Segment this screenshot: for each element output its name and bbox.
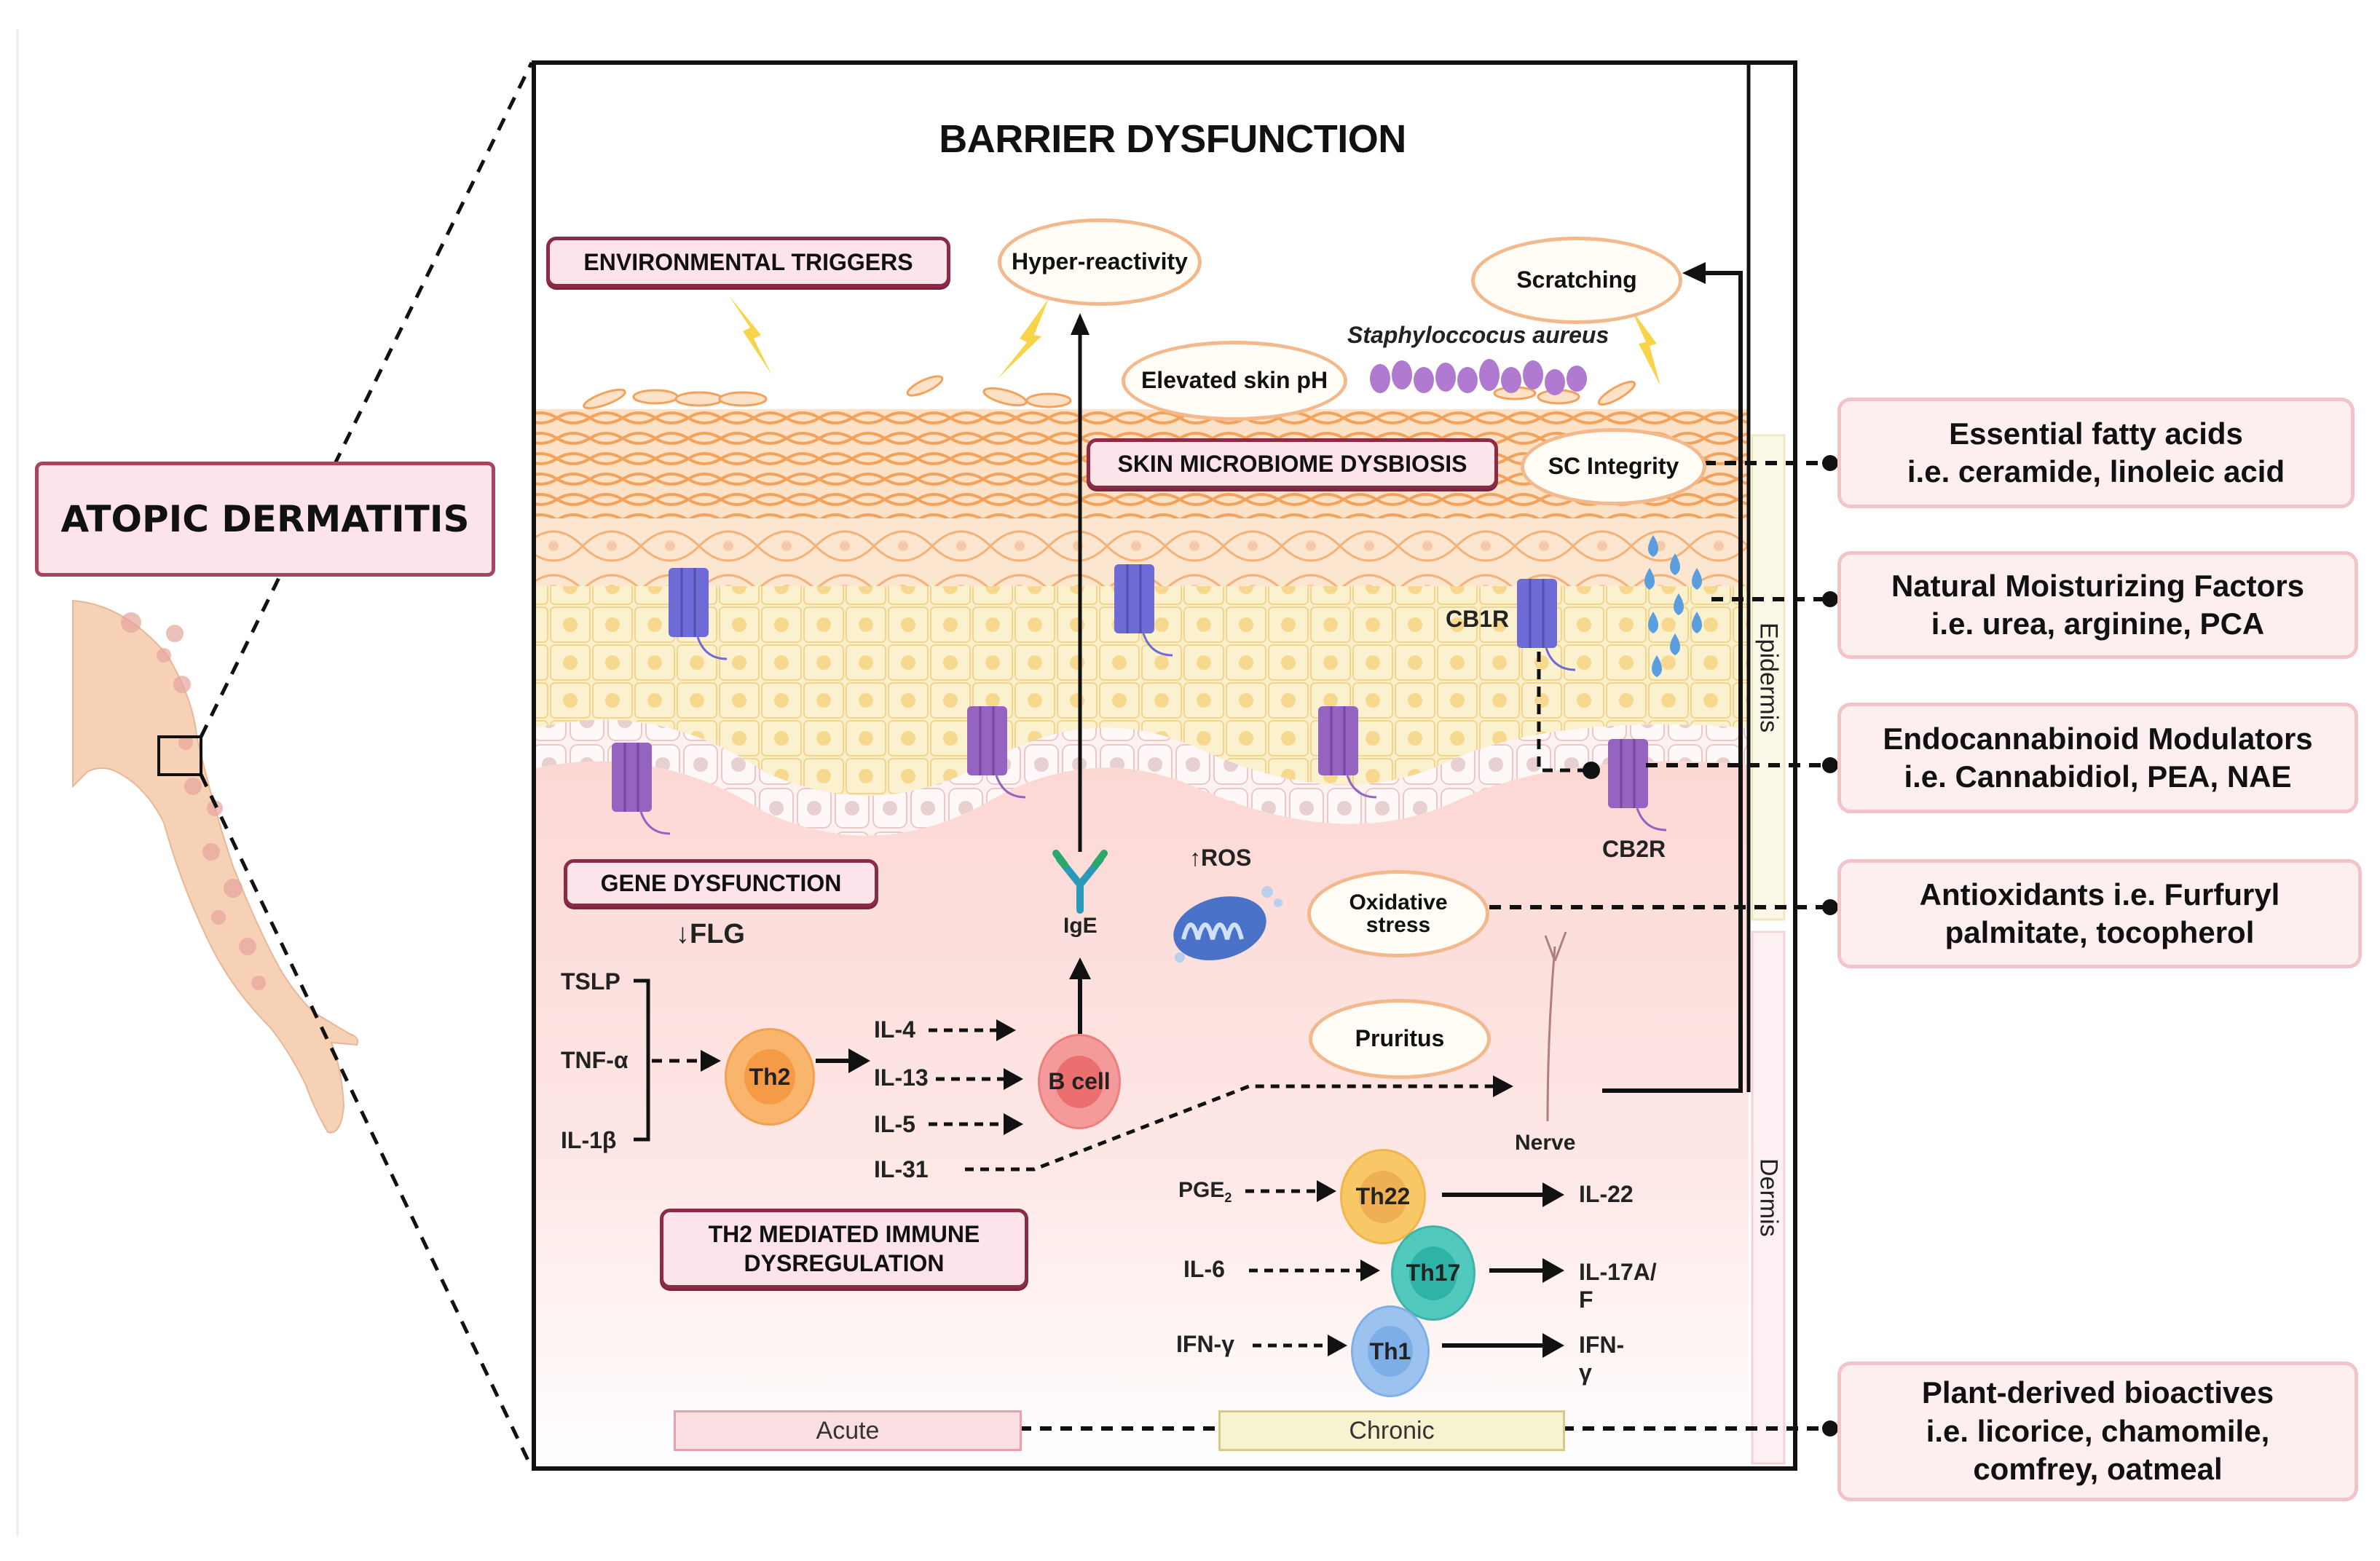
th17-cell-label: Th17 [1406,1260,1461,1286]
th1-cell: Th1 [1351,1305,1430,1397]
skin-microbiome-label: SKIN MICROBIOME DYSBIOSIS [1117,450,1467,477]
sc-integrity-label: SC Integrity [1548,453,1679,480]
environmental-triggers-label: ENVIRONMENTAL TRIGGERS [583,248,913,275]
output-ifn-line1: IFN- [1579,1332,1625,1358]
dermis-label: Dermis [1754,1158,1783,1237]
gene-dysfunction-label: GENE DYSFUNCTION [600,869,842,896]
skin-microbiome-box: SKIN MICROBIOME DYSBIOSIS [1087,438,1498,489]
output-il-17-line2: F [1579,1287,1593,1313]
flg-label: ↓FLG [676,919,745,950]
pruritus-label: Pruritus [1355,1025,1445,1052]
chronic-stage-box: Chronic [1218,1410,1565,1451]
th2-cell: Th2 [725,1028,815,1126]
b-cell-label: B cell [1048,1068,1111,1094]
pge-text: PGE [1178,1178,1225,1202]
sc-integrity-ellipse: SC Integrity [1521,428,1706,505]
treatment-line1: Essential fatty acids [1949,416,2243,451]
output-il-17-line1: IL-17A/ [1579,1259,1657,1285]
th17-cell: Th17 [1391,1225,1475,1321]
environmental-triggers-box: ENVIRONMENTAL TRIGGERS [546,237,950,288]
treatment-box-fatty-acids: Essential fatty acids i.e. ceramide, lin… [1837,398,2355,508]
treatment-box-endocannabinoid: Endocannabinoid Modulators i.e. Cannabid… [1837,703,2358,813]
input-ifn-gamma: IFN-γ [1176,1331,1234,1357]
treatment-line1: Antioxidants i.e. Furfuryl [1919,877,2280,912]
treatment-line3: comfrey, oatmeal [1973,1452,2223,1487]
th2-cell-label: Th2 [749,1063,791,1090]
th2-dysregulation-line1: TH2 MEDIATED IMMUNE [708,1221,980,1247]
barrier-dysfunction-title: BARRIER DYSFUNCTION [939,117,1406,161]
elevated-ph-ellipse: Elevated skin pH [1122,341,1347,421]
chronic-label: Chronic [1349,1416,1435,1445]
treatment-box-nmf: Natural Moisturizing Factors i.e. urea, … [1837,551,2358,659]
th1-cell-label: Th1 [1369,1337,1411,1364]
output-il-22: IL-22 [1579,1181,1634,1207]
th2-dysregulation-line2: DYSREGULATION [744,1250,945,1276]
arm-illustration [72,599,359,1134]
b-cell: B cell [1038,1034,1121,1129]
acute-stage-box: Acute [674,1410,1022,1451]
treatment-line1: Plant-derived bioactives [1921,1375,2274,1410]
down-arrow-icon: ↓ [676,919,690,949]
flg-text: FLG [690,919,745,949]
output-ifn-gamma: IFN- γ [1579,1331,1624,1387]
treatment-line2: palmitate, tocopherol [1944,915,2255,949]
cytokine-il-13: IL-13 [874,1064,929,1091]
oxidative-stress-line2: stress [1366,913,1431,937]
th22-cell: Th22 [1340,1149,1426,1244]
treatment-line1: Endocannabinoid Modulators [1883,721,2313,756]
ros-label: ↑ROS [1189,845,1251,872]
pruritus-ellipse: Pruritus [1309,999,1491,1079]
input-il-1beta: IL-1β [561,1127,617,1153]
oxidative-stress-line1: Oxidative [1349,890,1448,914]
nerve-label: Nerve [1515,1131,1576,1155]
input-il-6: IL-6 [1183,1256,1225,1282]
staphylococcus-label: Staphyloccocus aureus [1347,322,1609,348]
treatment-line2: i.e. Cannabidiol, PEA, NAE [1904,759,2292,794]
cytokine-il-4: IL-4 [874,1016,915,1043]
epidermis-label: Epidermis [1754,622,1783,733]
scratching-ellipse: Scratching [1471,237,1682,324]
treatment-box-plant-bioactives: Plant-derived bioactives i.e. licorice, … [1837,1362,2358,1501]
hyper-reactivity-ellipse: Hyper-reactivity [998,218,1202,306]
treatment-line2: i.e. ceramide, linoleic acid [1907,454,2285,489]
cytokine-il-31: IL-31 [874,1156,929,1182]
ige-label: IgE [1063,914,1098,938]
pge-subscript: 2 [1224,1190,1232,1205]
input-pge2: PGE2 [1178,1178,1232,1206]
cytokine-il-5: IL-5 [874,1111,915,1137]
treatment-line2: i.e. licorice, chamomile, [1926,1413,2270,1448]
treatment-line2: i.e. urea, arginine, PCA [1931,606,2265,641]
cb1r-label: CB1R [1446,606,1510,632]
receptor-group [612,564,1667,835]
th22-cell-label: Th22 [1355,1183,1411,1209]
th2-dysregulation-box: TH2 MEDIATED IMMUNE DYSREGULATION [660,1209,1028,1289]
scratching-label: Scratching [1516,266,1637,293]
atopic-dermatitis-title: ATOPIC DERMATITIS [60,498,470,540]
mitochondrion [1173,886,1282,963]
treatment-line1: Natural Moisturizing Factors [1891,568,2305,603]
treatment-box-antioxidants: Antioxidants i.e. Furfuryl palmitate, to… [1837,859,2362,968]
ros-text: ROS [1201,845,1252,871]
gene-dysfunction-box: GENE DYSFUNCTION [564,859,878,907]
zoom-region-marker [157,735,202,776]
output-ifn-line2: γ [1579,1359,1592,1386]
input-tslp: TSLP [561,968,620,995]
ige-antibody [1052,850,1108,914]
elevated-ph-label: Elevated skin pH [1140,367,1328,394]
up-arrow-icon: ↑ [1189,845,1201,871]
nerve [1544,931,1567,1122]
hyper-reactivity-label: Hyper-reactivity [1012,248,1188,275]
input-tnf-alpha: TNF-α [561,1047,629,1073]
acute-label: Acute [816,1416,880,1445]
oxidative-stress-ellipse: Oxidative stress [1307,870,1489,957]
output-il-17: IL-17A/ F [1579,1258,1657,1314]
cb2r-label: CB2R [1602,836,1666,862]
atopic-dermatitis-title-box: ATOPIC DERMATITIS [35,462,495,577]
